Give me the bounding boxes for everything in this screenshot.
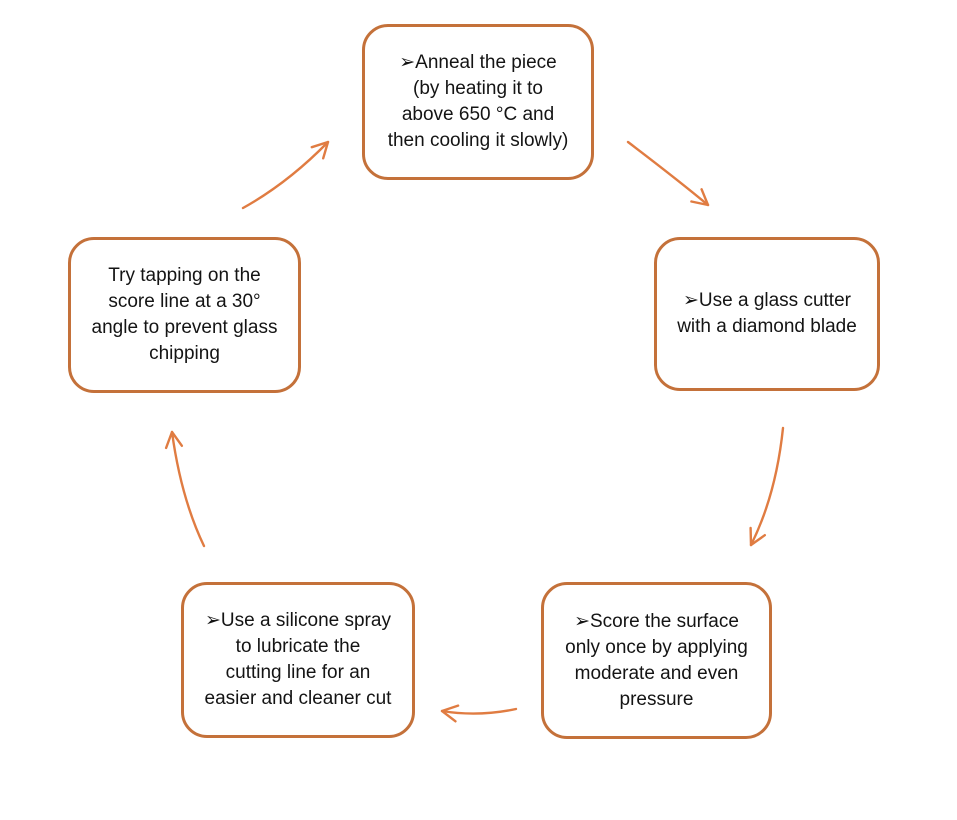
arrow-tap-score-line-to-anneal-icon	[241, 140, 330, 210]
node-glass-cutter: ➢Use a glass cutter with a diamond blade	[654, 237, 880, 391]
node-tap-score-line-label: Try tapping on the score line at a 30° a…	[91, 265, 278, 364]
node-glass-cutter-label: ➢Use a glass cutter with a diamond blade	[677, 290, 857, 337]
node-silicone-spray: ➢Use a silicone spray to lubricate the c…	[181, 582, 415, 738]
arrow-silicone-spray-to-tap-score-line-icon	[164, 430, 206, 548]
arrow-score-surface-to-silicone-spray-icon	[440, 704, 518, 723]
node-score-surface-label: ➢Score the surface only once by applying…	[565, 610, 748, 710]
node-anneal-label: ➢Anneal the piece (by heating it to abov…	[387, 52, 569, 151]
arrow-glass-cutter-to-score-surface-icon	[749, 426, 785, 547]
node-tap-score-line: Try tapping on the score line at a 30° a…	[68, 237, 301, 393]
node-silicone-spray-label: ➢Use a silicone spray to lubricate the c…	[204, 610, 392, 709]
node-score-surface: ➢Score the surface only once by applying…	[541, 582, 772, 739]
arrow-anneal-to-glass-cutter-icon	[626, 140, 710, 207]
node-anneal: ➢Anneal the piece (by heating it to abov…	[362, 24, 594, 180]
